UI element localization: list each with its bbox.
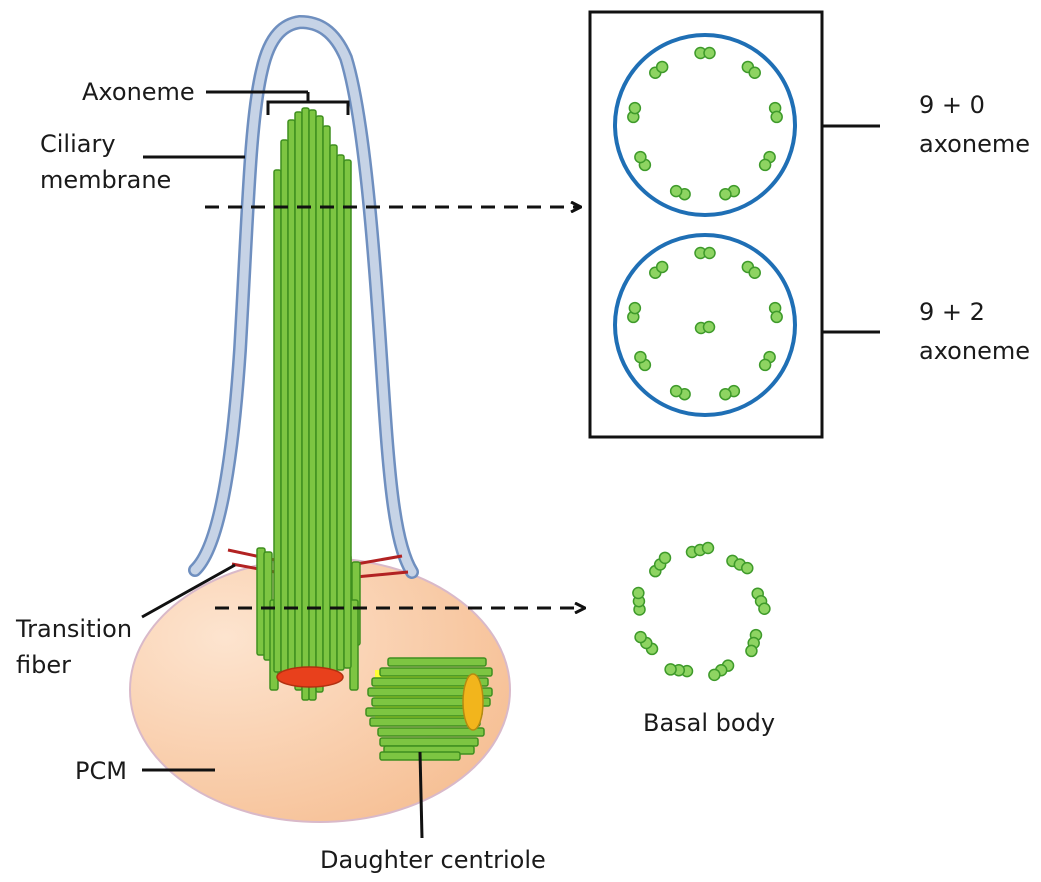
daughter-centriole	[366, 658, 492, 760]
daughter-centriole-microtubule	[380, 738, 478, 746]
daughter-centriole-microtubule	[388, 658, 486, 666]
microtubule-triplet	[665, 664, 692, 677]
microtubule-doublet	[770, 303, 783, 323]
daughter-centriole-microtubule	[378, 728, 484, 736]
triplet-tubule	[759, 603, 770, 614]
label-basal-body: Basal body	[643, 709, 775, 737]
cross-section-box	[590, 12, 822, 437]
axoneme-microtubule	[295, 112, 302, 690]
microtubule-b	[704, 248, 715, 259]
triplet-tubule	[633, 588, 644, 599]
label-ciliary-membrane-line1: Ciliary	[40, 130, 116, 158]
microtubule-triplet	[727, 555, 753, 573]
axoneme-microtubule	[274, 170, 281, 672]
axoneme-microtubule	[323, 126, 330, 684]
label-transition-fiber-line2: fiber	[16, 651, 71, 679]
label-ciliary-membrane-line2: membrane	[40, 166, 171, 194]
label-9-2-line2: axoneme	[919, 337, 1030, 365]
microtubule-b	[657, 261, 668, 272]
axoneme-microtubule	[288, 120, 295, 680]
microtubule-triplet	[687, 543, 714, 558]
triplet-tubule	[742, 563, 753, 574]
microtubule-doublet	[628, 303, 641, 323]
triplet-tubule	[709, 669, 720, 680]
central-pair	[696, 322, 715, 334]
microtubule-b	[749, 67, 760, 78]
microtubule-doublet	[695, 48, 715, 59]
axoneme-microtubule	[330, 145, 337, 676]
microtubule-b	[760, 359, 771, 370]
axoneme-microtubule	[302, 108, 309, 700]
microtubule-b	[671, 386, 682, 397]
microtubule-triplet	[746, 630, 762, 657]
microtubule-b	[635, 352, 646, 363]
microtubule-triplet	[650, 552, 671, 576]
axoneme-microtubule	[337, 155, 344, 670]
basal-body-cross-section-triplets	[633, 543, 770, 681]
triplet-tubule	[659, 552, 670, 563]
microtubule-doublet	[695, 248, 715, 259]
microtubule-b	[635, 152, 646, 163]
microtubule-b	[720, 189, 731, 200]
microtubule-triplet	[635, 632, 657, 655]
axoneme-microtubule	[281, 140, 288, 672]
axoneme-microtubule	[344, 160, 351, 668]
axoneme-microtubule	[309, 110, 316, 700]
axoneme-microtubule	[316, 116, 323, 692]
microtubule-b	[749, 267, 760, 278]
axoneme-microtubules	[274, 108, 351, 700]
label-9-0-line2: axoneme	[919, 130, 1030, 158]
microtubule-triplet	[709, 660, 734, 680]
daughter-centriole-microtubule	[370, 718, 480, 726]
label-9-0-line1: 9 + 0	[919, 91, 985, 119]
microtubule-b	[720, 389, 731, 400]
basal-plate	[277, 667, 343, 687]
microtubule-b	[629, 103, 640, 114]
microtubule-b	[657, 61, 668, 72]
microtubule-b	[704, 48, 715, 59]
triplet-tubule	[635, 632, 646, 643]
microtubule-b	[629, 303, 640, 314]
microtubule-b	[771, 311, 782, 322]
triplet-tubule	[703, 543, 714, 554]
label-daughter-centriole: Daughter centriole	[320, 846, 546, 874]
microtubule-triplet	[752, 588, 770, 614]
microtubule-doublet	[770, 103, 783, 123]
triplet-tubule	[746, 645, 757, 656]
microtubule-b	[760, 159, 771, 170]
triplet-tubule	[665, 664, 676, 675]
label-pcm: PCM	[75, 757, 127, 785]
label-axoneme: Axoneme	[82, 78, 195, 106]
microtubule-b	[671, 186, 682, 197]
label-transition-fiber-line1: Transition	[15, 615, 132, 643]
microtubule-triplet	[633, 588, 645, 615]
label-9-2-line1: 9 + 2	[919, 298, 985, 326]
microtubule-doublet	[628, 103, 641, 123]
microtubule-b	[771, 111, 782, 122]
